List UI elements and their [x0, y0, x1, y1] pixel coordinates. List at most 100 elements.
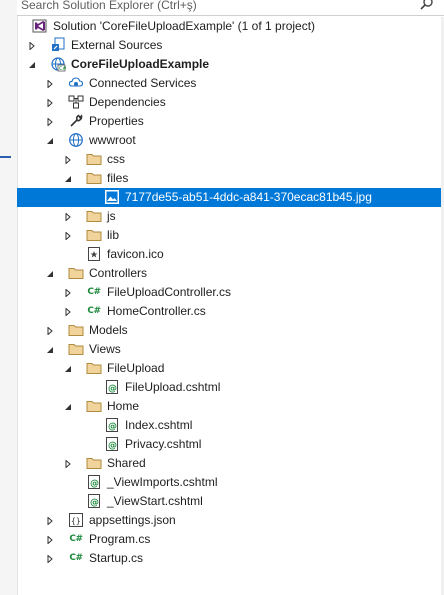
tree-item-startup[interactable]: C# Startup.cs — [17, 549, 441, 568]
csharp-file-icon: C# — [87, 287, 101, 297]
tree-item-js-folder[interactable]: js — [17, 207, 441, 226]
chevron-right-icon[interactable] — [62, 302, 74, 321]
tree-item-controllers-folder[interactable]: Controllers — [17, 264, 441, 283]
dependencies-icon — [68, 94, 84, 110]
connected-services-icon — [68, 75, 84, 91]
chevron-down-icon[interactable] — [62, 359, 74, 378]
chevron-right-icon[interactable] — [62, 454, 74, 473]
chevron-down-icon[interactable] — [44, 131, 56, 150]
tree-item-program[interactable]: C# Program.cs — [17, 530, 441, 549]
image-file-icon — [104, 189, 120, 205]
chevron-right-icon[interactable] — [44, 93, 56, 112]
tree-item-connected-services[interactable]: Connected Services — [17, 74, 441, 93]
tree-item-css-folder[interactable]: css — [17, 150, 441, 169]
json-file-icon: {} — [68, 512, 84, 528]
tree-item-appsettings[interactable]: {} appsettings.json — [17, 511, 441, 530]
chevron-right-icon[interactable] — [62, 283, 74, 302]
chevron-down-icon[interactable] — [62, 397, 74, 416]
tree-item-label: Home — [107, 399, 140, 413]
folder-icon — [86, 170, 102, 186]
tree-item-favicon[interactable]: favicon.ico — [17, 245, 441, 264]
tree-item-dependencies[interactable]: Dependencies — [17, 93, 441, 112]
tree-item-label: Index.cshtml — [125, 418, 193, 432]
tree-item-label: CoreFileUploadExample — [71, 57, 210, 71]
left-strip-marker — [0, 156, 11, 158]
tree-item-home-controller[interactable]: C# HomeController.cs — [17, 302, 441, 321]
tree-item-label: FileUpload.cshtml — [125, 380, 221, 394]
chevron-right-icon[interactable] — [44, 511, 56, 530]
tree-item-properties[interactable]: Properties — [17, 112, 441, 131]
chevron-down-icon[interactable] — [44, 340, 56, 359]
folder-icon — [86, 151, 102, 167]
folder-icon — [86, 227, 102, 243]
chevron-right-icon[interactable] — [62, 226, 74, 245]
vertical-scrollbar[interactable] — [441, 17, 444, 595]
tree-item-label: Shared — [107, 456, 146, 470]
tree-item-solution[interactable]: Solution 'CoreFileUploadExample' (1 of 1… — [17, 17, 441, 36]
search-input[interactable] — [21, 0, 401, 14]
tree-item-label: Program.cs — [89, 532, 151, 546]
tree-item-file-upload-controller[interactable]: C# FileUploadController.cs — [17, 283, 441, 302]
chevron-down-icon[interactable] — [62, 169, 74, 188]
tree-item-image-file[interactable]: 7177de55-ab51-4ddc-a841-370ecac81b45.jpg — [17, 188, 441, 207]
folder-icon — [86, 360, 102, 376]
tree-item-label: Connected Services — [89, 76, 197, 90]
tree-item-label: favicon.ico — [107, 247, 164, 261]
tree-item-files-folder[interactable]: files — [17, 169, 441, 188]
folder-icon — [68, 265, 84, 281]
chevron-right-icon[interactable] — [44, 74, 56, 93]
tree-item-view-imports[interactable]: @ _ViewImports.cshtml — [17, 473, 441, 492]
csharp-file-icon: C# — [69, 534, 83, 544]
chevron-right-icon[interactable] — [26, 36, 38, 55]
search-icon[interactable] — [420, 0, 434, 14]
razor-file-icon: @ — [86, 474, 102, 490]
chevron-down-icon[interactable] — [26, 55, 38, 74]
tree-item-label: appsettings.json — [89, 513, 176, 527]
tree-item-label: Properties — [89, 114, 144, 128]
chevron-right-icon[interactable] — [44, 549, 56, 568]
tree-item-home-folder[interactable]: Home — [17, 397, 441, 416]
razor-file-icon: @ — [104, 379, 120, 395]
tree-item-index-view[interactable]: @ Index.cshtml — [17, 416, 441, 435]
left-panel-strip — [0, 0, 18, 595]
svg-text:{}: {} — [71, 517, 81, 526]
razor-file-icon: @ — [104, 417, 120, 433]
tree-item-wwwroot[interactable]: wwwroot — [17, 131, 441, 150]
tree-item-project[interactable]: C# CoreFileUploadExample — [17, 55, 441, 74]
tree-item-lib-folder[interactable]: lib — [17, 226, 441, 245]
tree-item-label: lib — [107, 228, 120, 242]
chevron-right-icon[interactable] — [62, 150, 74, 169]
tree-item-label: _ViewStart.cshtml — [107, 494, 203, 508]
folder-icon — [86, 455, 102, 471]
tree-item-label: FileUploadController.cs — [107, 285, 232, 299]
chevron-right-icon[interactable] — [44, 112, 56, 131]
folder-icon — [86, 208, 102, 224]
chevron-right-icon[interactable] — [44, 321, 56, 340]
web-project-icon: C# — [50, 56, 66, 72]
svg-text:@: @ — [108, 441, 117, 451]
razor-file-icon: @ — [104, 436, 120, 452]
tree-item-views-folder[interactable]: Views — [17, 340, 441, 359]
tree-item-shared-folder[interactable]: Shared — [17, 454, 441, 473]
chevron-right-icon[interactable] — [62, 207, 74, 226]
svg-text:C#: C# — [59, 66, 66, 72]
chevron-down-icon[interactable] — [44, 264, 56, 283]
svg-text:@: @ — [90, 479, 99, 489]
folder-icon — [68, 322, 84, 338]
tree-item-label: FileUpload — [107, 361, 165, 375]
svg-text:@: @ — [108, 384, 117, 394]
razor-file-icon: @ — [86, 493, 102, 509]
globe-icon — [68, 132, 84, 148]
tree-item-file-upload-folder[interactable]: FileUpload — [17, 359, 441, 378]
favicon-file-icon — [86, 246, 102, 262]
tree-item-label: Solution 'CoreFileUploadExample' (1 of 1… — [53, 19, 316, 33]
chevron-right-icon[interactable] — [44, 530, 56, 549]
tree-item-privacy-view[interactable]: @ Privacy.cshtml — [17, 435, 441, 454]
folder-icon — [68, 341, 84, 357]
tree-item-file-upload-view[interactable]: @ FileUpload.cshtml — [17, 378, 441, 397]
tree-item-external-sources[interactable]: External Sources — [17, 36, 441, 55]
tree-item-label: js — [107, 209, 116, 223]
tree-item-models-folder[interactable]: Models — [17, 321, 441, 340]
tree-item-view-start[interactable]: @ _ViewStart.cshtml — [17, 492, 441, 511]
wrench-icon — [68, 113, 84, 129]
